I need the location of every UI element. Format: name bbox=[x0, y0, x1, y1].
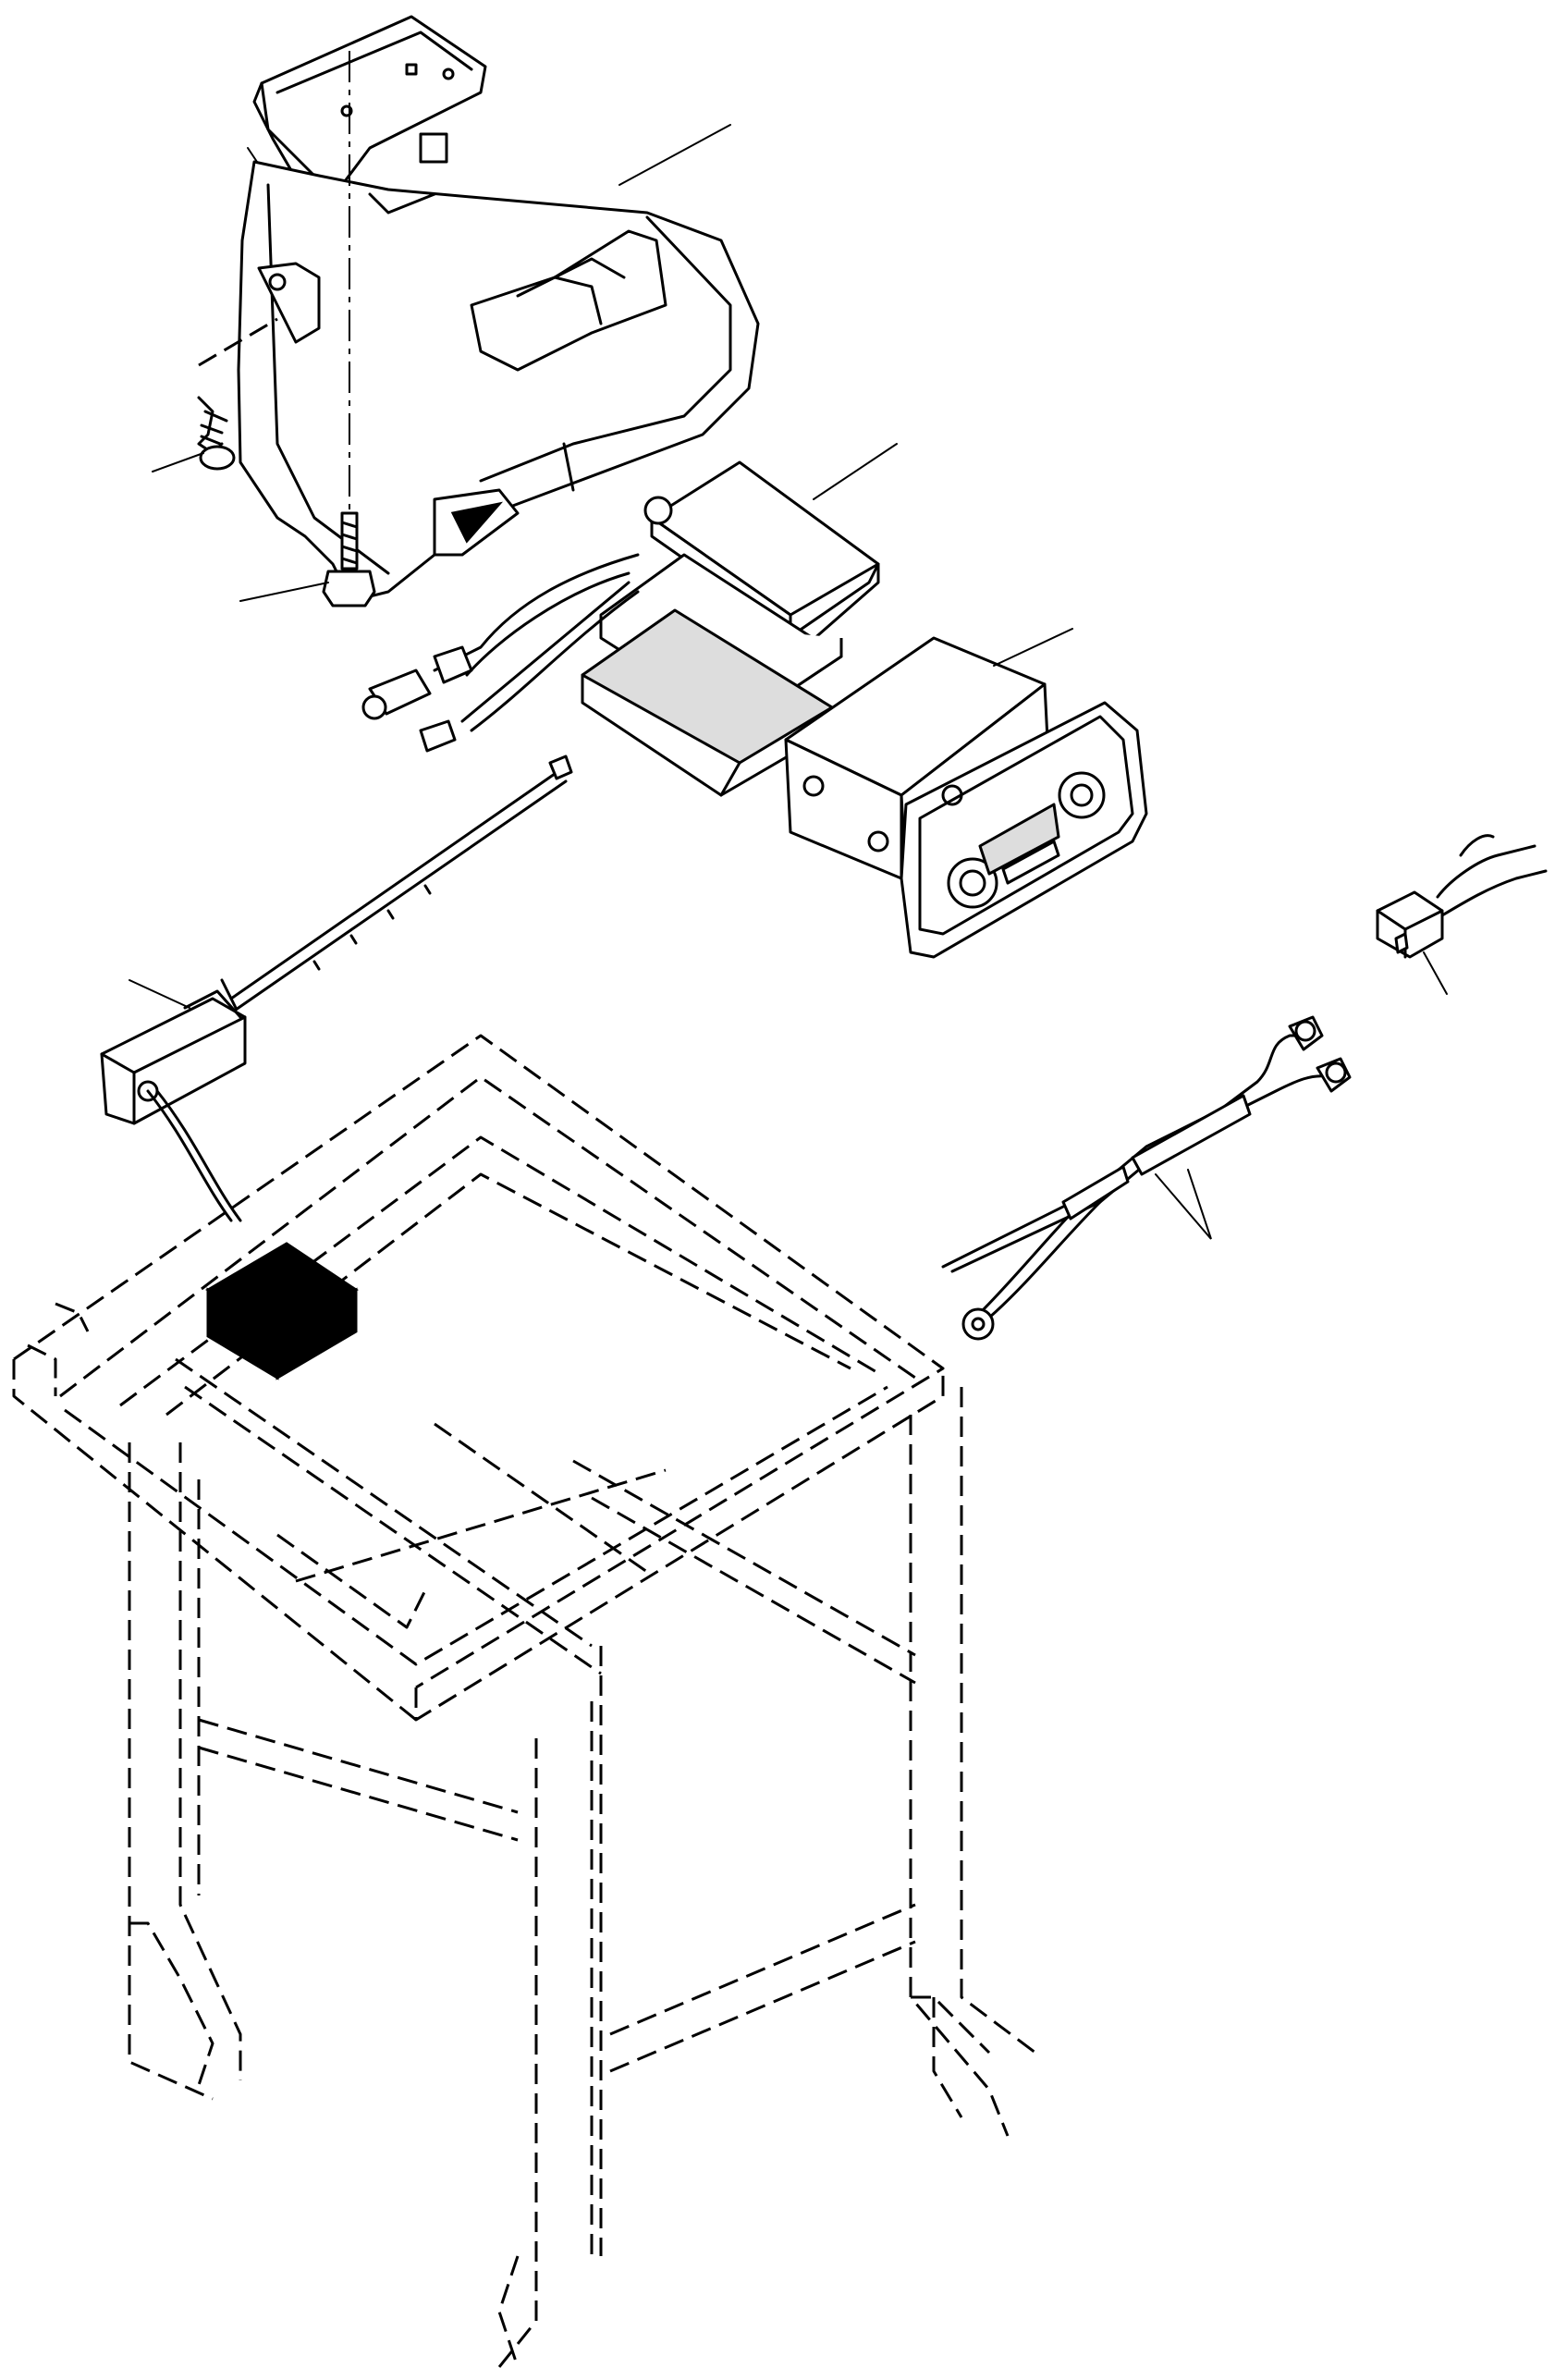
antenna bbox=[100, 754, 573, 1222]
leader-line bbox=[152, 452, 204, 472]
console-cover bbox=[237, 15, 760, 603]
wiring-harness bbox=[941, 1015, 1352, 1341]
connector bbox=[1376, 834, 1548, 959]
speaker-wires bbox=[361, 553, 640, 753]
leader-line bbox=[129, 979, 190, 1009]
center-line bbox=[198, 317, 278, 367]
leader-line bbox=[247, 147, 258, 163]
tapping-screw bbox=[197, 396, 236, 471]
leader-line bbox=[993, 628, 1073, 667]
leader-line bbox=[239, 582, 329, 602]
radio bbox=[784, 636, 1148, 959]
speaker bbox=[581, 460, 880, 797]
leader-line bbox=[813, 443, 898, 500]
leader-line bbox=[1423, 951, 1448, 995]
cab-frame bbox=[12, 1034, 1036, 2368]
leader-line bbox=[618, 124, 731, 186]
leader-line bbox=[1155, 1169, 1212, 1240]
bolt bbox=[322, 511, 376, 607]
